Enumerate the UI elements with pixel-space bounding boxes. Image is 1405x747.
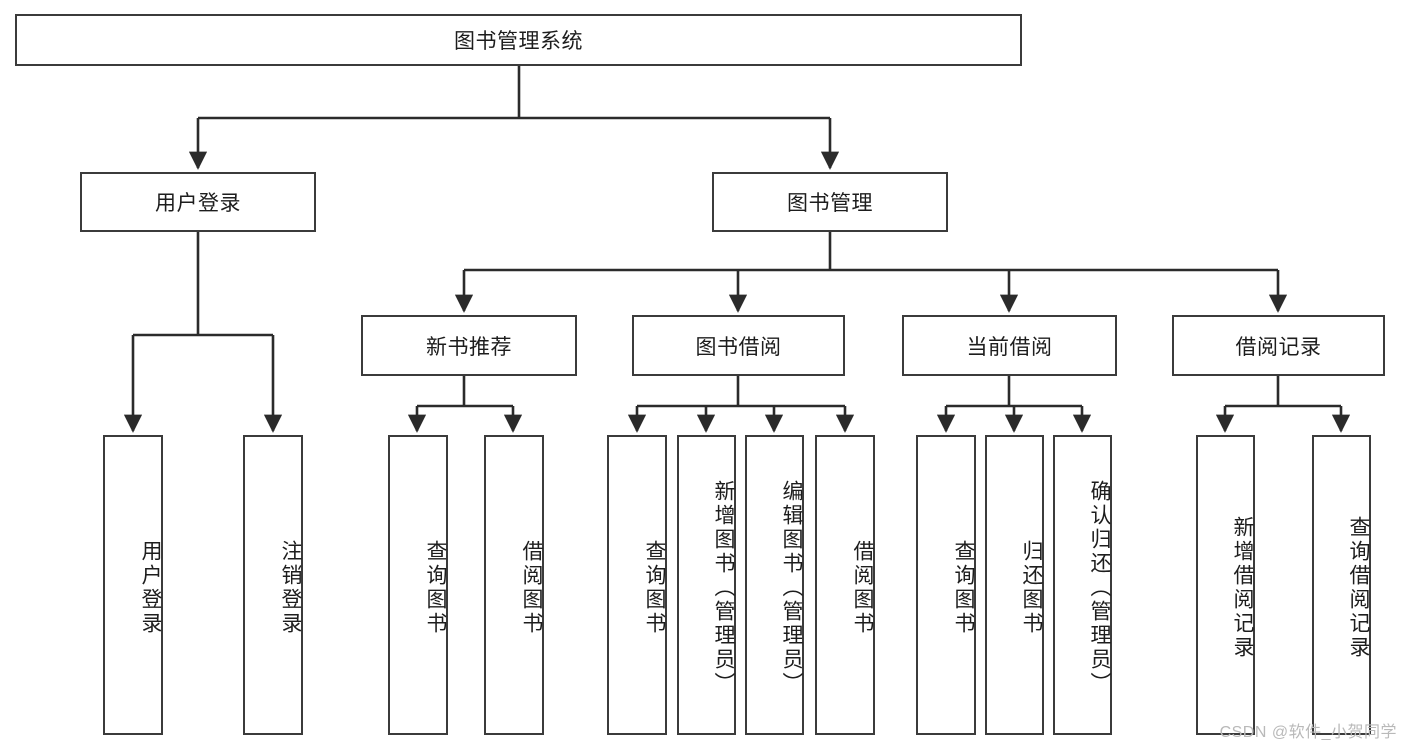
leaf-book-borrow-query-book[interactable]: 查询图书 xyxy=(607,435,667,735)
leaf-user-login-login[interactable]: 用户登录 xyxy=(103,435,163,735)
node-current-borrow[interactable]: 当前借阅 xyxy=(902,315,1117,376)
node-user-login[interactable]: 用户登录 xyxy=(80,172,316,232)
leaf-new-book-query-book[interactable]: 查询图书 xyxy=(388,435,448,735)
node-new-book-recommend[interactable]: 新书推荐 xyxy=(361,315,577,376)
leaf-new-book-borrow-book[interactable]: 借阅图书 xyxy=(484,435,544,735)
leaf-current-borrow-return-book[interactable]: 归还图书 xyxy=(985,435,1044,735)
leaf-borrow-record-add-record[interactable]: 新增借阅记录 xyxy=(1196,435,1255,735)
leaf-user-login-logout[interactable]: 注销登录 xyxy=(243,435,303,735)
node-book-borrow[interactable]: 图书借阅 xyxy=(632,315,845,376)
leaf-book-borrow-edit-book[interactable]: 编辑图书（管理员） xyxy=(745,435,804,735)
leaf-borrow-record-query-record[interactable]: 查询借阅记录 xyxy=(1312,435,1371,735)
leaf-book-borrow-add-book[interactable]: 新增图书（管理员） xyxy=(677,435,736,735)
leaf-book-borrow-borrow-book[interactable]: 借阅图书 xyxy=(815,435,875,735)
watermark-label: CSDN @软件_小贺同学 xyxy=(1219,724,1397,741)
node-borrow-record[interactable]: 借阅记录 xyxy=(1172,315,1385,376)
node-root-system[interactable]: 图书管理系统 xyxy=(15,14,1022,66)
leaf-current-borrow-query-book[interactable]: 查询图书 xyxy=(916,435,976,735)
leaf-current-borrow-confirm-return[interactable]: 确认归还（管理员） xyxy=(1053,435,1112,735)
node-book-management[interactable]: 图书管理 xyxy=(712,172,948,232)
